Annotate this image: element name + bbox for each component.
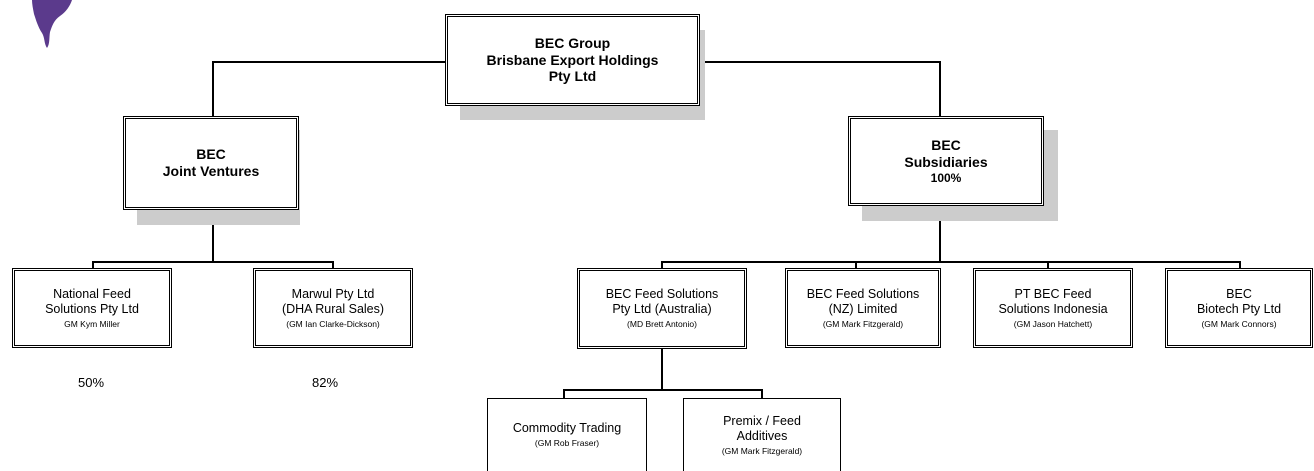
commodity-line1: Commodity Trading — [512, 421, 622, 436]
bec-biotech-box: BEC Biotech Pty Ltd (GM Mark Connors) — [1165, 268, 1313, 348]
bec-feed-nz-gm: (GM Mark Fitzgerald) — [822, 318, 904, 329]
pt-bec-box: PT BEC Feed Solutions Indonesia (GM Jaso… — [973, 268, 1133, 348]
national-feed-percent: 50% — [78, 375, 105, 390]
joint-ventures-line2: Joint Ventures — [162, 163, 260, 179]
bec-feed-au-gm: (MD Brett Antonio) — [627, 319, 697, 330]
bec-feed-nz-box: BEC Feed Solutions (NZ) Limited (GM Mark… — [785, 268, 941, 348]
pt-bec-gm: (GM Jason Hatchett) — [1013, 318, 1093, 329]
marwul-gm: (GM Ian Clarke-Dickson) — [286, 318, 380, 329]
bec-biotech-line1: BEC — [1226, 286, 1252, 301]
subsidiaries-percent: 100% — [930, 170, 962, 185]
bec-feed-au-box: BEC Feed Solutions Pty Ltd (Australia) (… — [577, 268, 747, 349]
premix-gm: (GM Mark Fitzgerald) — [721, 445, 803, 456]
premix-line2: Additives — [736, 428, 788, 443]
bec-feed-nz-line1: BEC Feed Solutions — [806, 286, 920, 301]
bec-group-title: BEC Group — [534, 34, 611, 51]
premix-line1: Premix / Feed — [723, 413, 801, 428]
marwul-line2: (DHA Rural Sales) — [281, 301, 385, 316]
marwul-line1: Marwul Pty Ltd — [291, 286, 375, 301]
bec-feed-au-line1: BEC Feed Solutions — [605, 287, 719, 302]
bec-group-suffix: Pty Ltd — [548, 68, 597, 85]
national-feed-line2: Solutions Pty Ltd — [45, 301, 139, 316]
premix-box: Premix / Feed Additives (GM Mark Fitzger… — [683, 398, 841, 471]
bec-feed-nz-line2: (NZ) Limited — [828, 301, 898, 316]
national-feed-gm: GM Kym Miller — [64, 318, 120, 329]
company-logo — [32, 0, 72, 48]
marwul-box: Marwul Pty Ltd (DHA Rural Sales) (GM Ian… — [253, 268, 413, 348]
pt-bec-line1: PT BEC Feed — [1014, 286, 1092, 301]
national-feed-box: National Feed Solutions Pty Ltd GM Kym M… — [12, 268, 172, 348]
subsidiaries-line2: Subsidiaries — [904, 153, 988, 170]
subsidiaries-box: BEC Subsidiaries 100% — [848, 116, 1044, 206]
commodity-trading-box: Commodity Trading (GM Rob Fraser) — [487, 398, 647, 471]
marwul-percent: 82% — [312, 375, 339, 390]
bec-group-subtitle: Brisbane Export Holdings — [486, 51, 659, 68]
pt-bec-line2: Solutions Indonesia — [998, 301, 1108, 316]
bec-group-box: BEC Group Brisbane Export Holdings Pty L… — [445, 14, 700, 106]
joint-ventures-line1: BEC — [196, 146, 226, 163]
commodity-gm: (GM Rob Fraser) — [534, 438, 600, 449]
bec-biotech-gm: (GM Mark Connors) — [1201, 318, 1277, 329]
bec-biotech-line2: Biotech Pty Ltd — [1196, 301, 1282, 316]
joint-ventures-box: BEC Joint Ventures — [123, 116, 299, 210]
subsidiaries-line1: BEC — [931, 137, 961, 153]
bec-feed-au-line2: Pty Ltd (Australia) — [612, 302, 712, 317]
national-feed-line1: National Feed — [53, 286, 131, 301]
